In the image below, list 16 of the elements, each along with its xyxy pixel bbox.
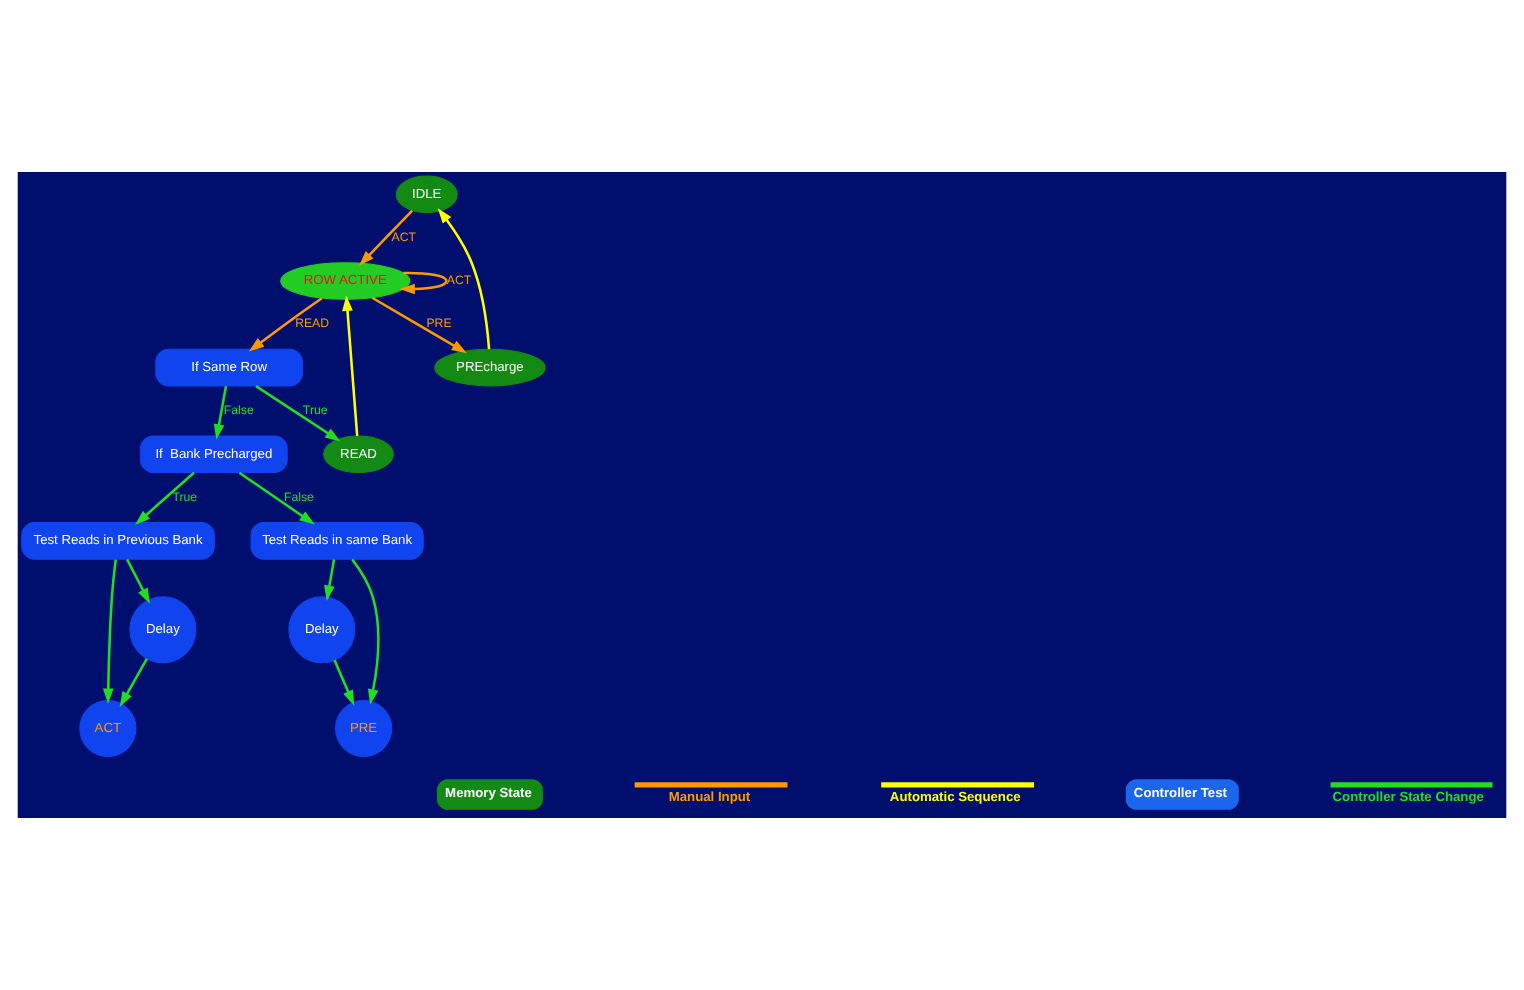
arrow	[126, 558, 150, 604]
arrow	[371, 296, 468, 354]
arrow	[213, 385, 228, 440]
arrow	[437, 208, 491, 350]
arrow	[238, 471, 315, 525]
arrow	[119, 658, 149, 707]
arrow	[255, 385, 341, 442]
arrow	[102, 559, 117, 704]
arrow	[248, 297, 323, 352]
arrow	[324, 559, 336, 601]
arrow	[135, 471, 195, 525]
arrow	[399, 271, 448, 295]
arrow	[333, 659, 355, 706]
arrow	[359, 209, 414, 266]
arrow	[342, 295, 359, 436]
arrow	[351, 558, 380, 705]
